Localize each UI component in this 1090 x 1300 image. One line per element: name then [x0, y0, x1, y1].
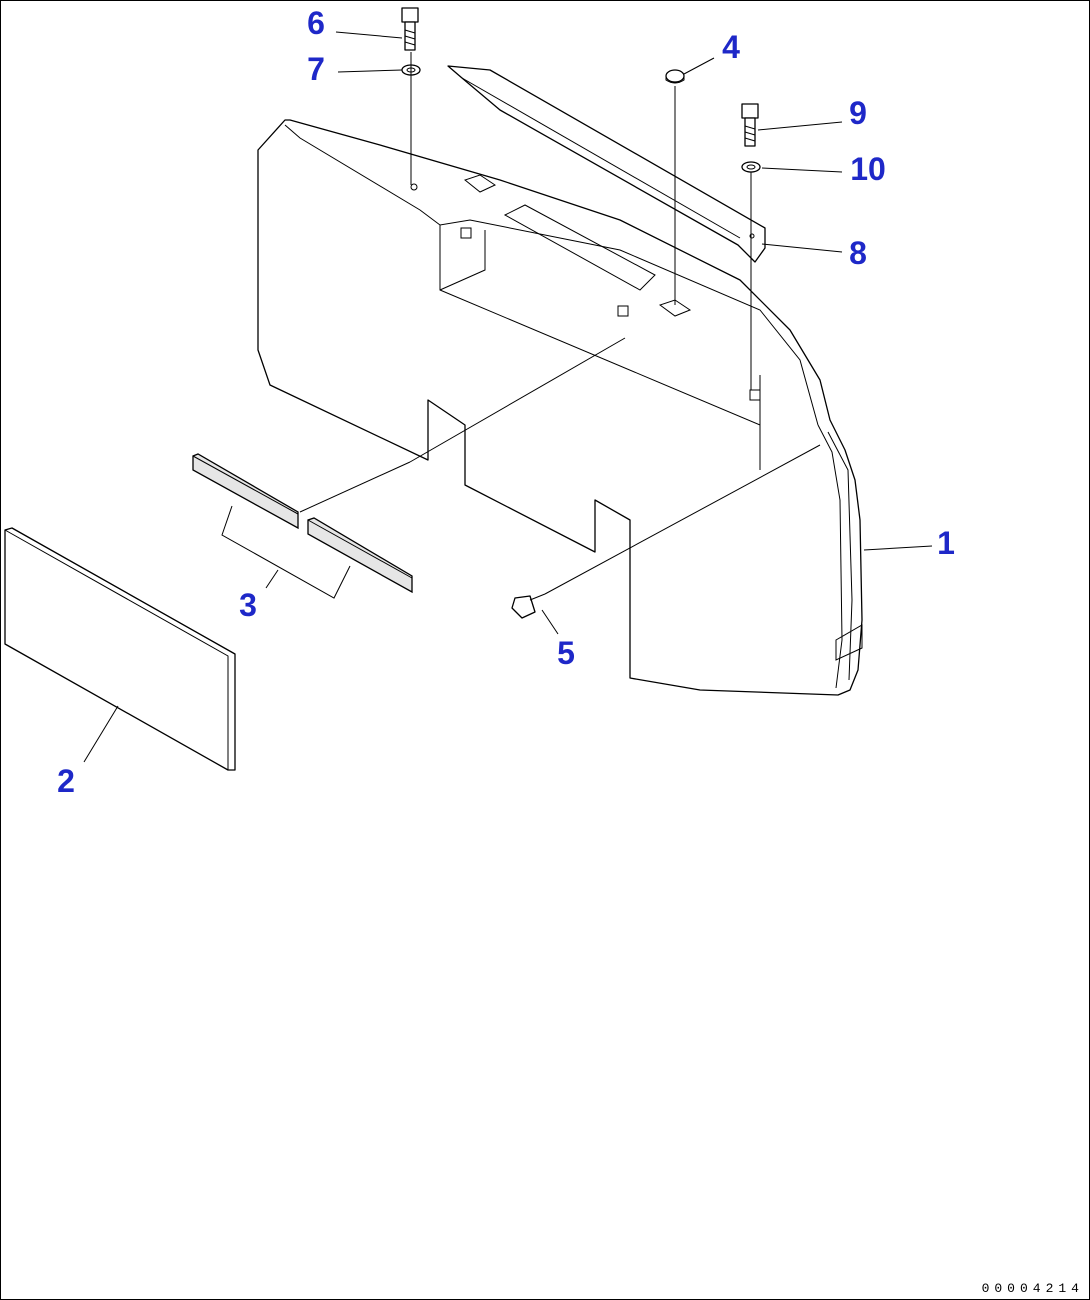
bolt-6: [401, 7, 419, 51]
plug-4: [665, 69, 685, 84]
callout-7: 7: [307, 51, 325, 87]
bolt-9: [741, 103, 759, 147]
washer-10: [741, 161, 761, 173]
callout-3: 3: [239, 587, 257, 623]
top-bracket: [447, 65, 766, 263]
assembly-lines: [299, 52, 821, 595]
callout-1: 1: [937, 525, 955, 561]
callout-10: 10: [850, 151, 886, 187]
callout-4: 4: [722, 29, 740, 65]
callout-9: 9: [849, 95, 867, 131]
strip-upper: [192, 453, 299, 530]
callout-6: 6: [307, 5, 325, 41]
callout-2: 2: [57, 763, 75, 799]
strip-lower: [307, 517, 413, 594]
callout-leaders: [83, 31, 933, 763]
plate: [4, 527, 236, 771]
callout-8: 8: [849, 235, 867, 271]
callout-5: 5: [557, 635, 575, 671]
drawing-number: 00004214: [981, 1281, 1084, 1296]
cover-panel: [257, 119, 863, 696]
clip-5: [511, 593, 546, 619]
